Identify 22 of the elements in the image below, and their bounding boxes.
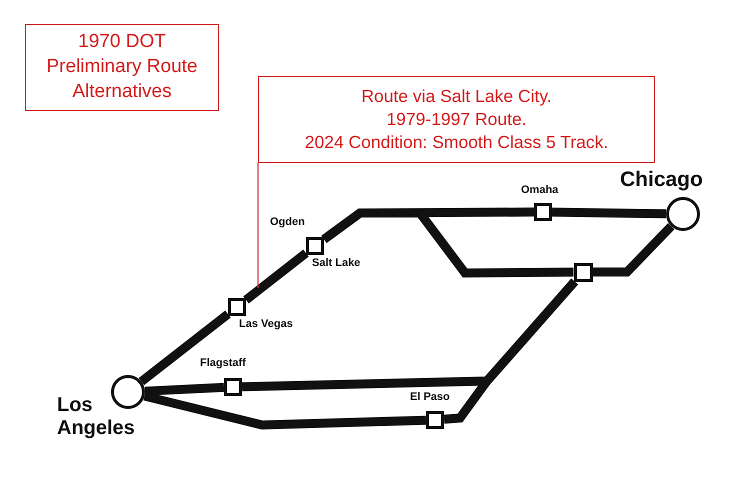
city-label: Los Angeles	[57, 394, 133, 440]
note-text: 2024 Condition: Smooth Class 5 Track.	[304, 130, 608, 154]
note-text: 1970 DOT Preliminary Route Alternatives	[46, 30, 198, 104]
leader-line	[257, 163, 259, 288]
note-text: 1979-1997 Route.	[386, 108, 527, 131]
rail-route-line	[138, 310, 231, 386]
note-text: Route via Salt Lake City.	[361, 85, 552, 108]
city-label: Chicago	[620, 168, 703, 192]
note-box	[258, 76, 655, 163]
rail-route-line	[592, 223, 674, 276]
station-label: Omaha	[521, 184, 558, 197]
station-label: Salt Lake	[312, 257, 360, 270]
station-label: Ogden	[270, 216, 305, 229]
station-label: Flagstaff	[200, 357, 246, 370]
rail-route-line	[243, 250, 309, 304]
station-label: Las Vegas	[239, 318, 293, 331]
rail-route-line	[144, 382, 224, 396]
station-label: El Paso	[410, 391, 450, 404]
rail-route-line	[444, 278, 578, 424]
note-box	[25, 24, 219, 111]
rail-route-line	[321, 208, 574, 278]
rail-route-line	[552, 208, 666, 218]
